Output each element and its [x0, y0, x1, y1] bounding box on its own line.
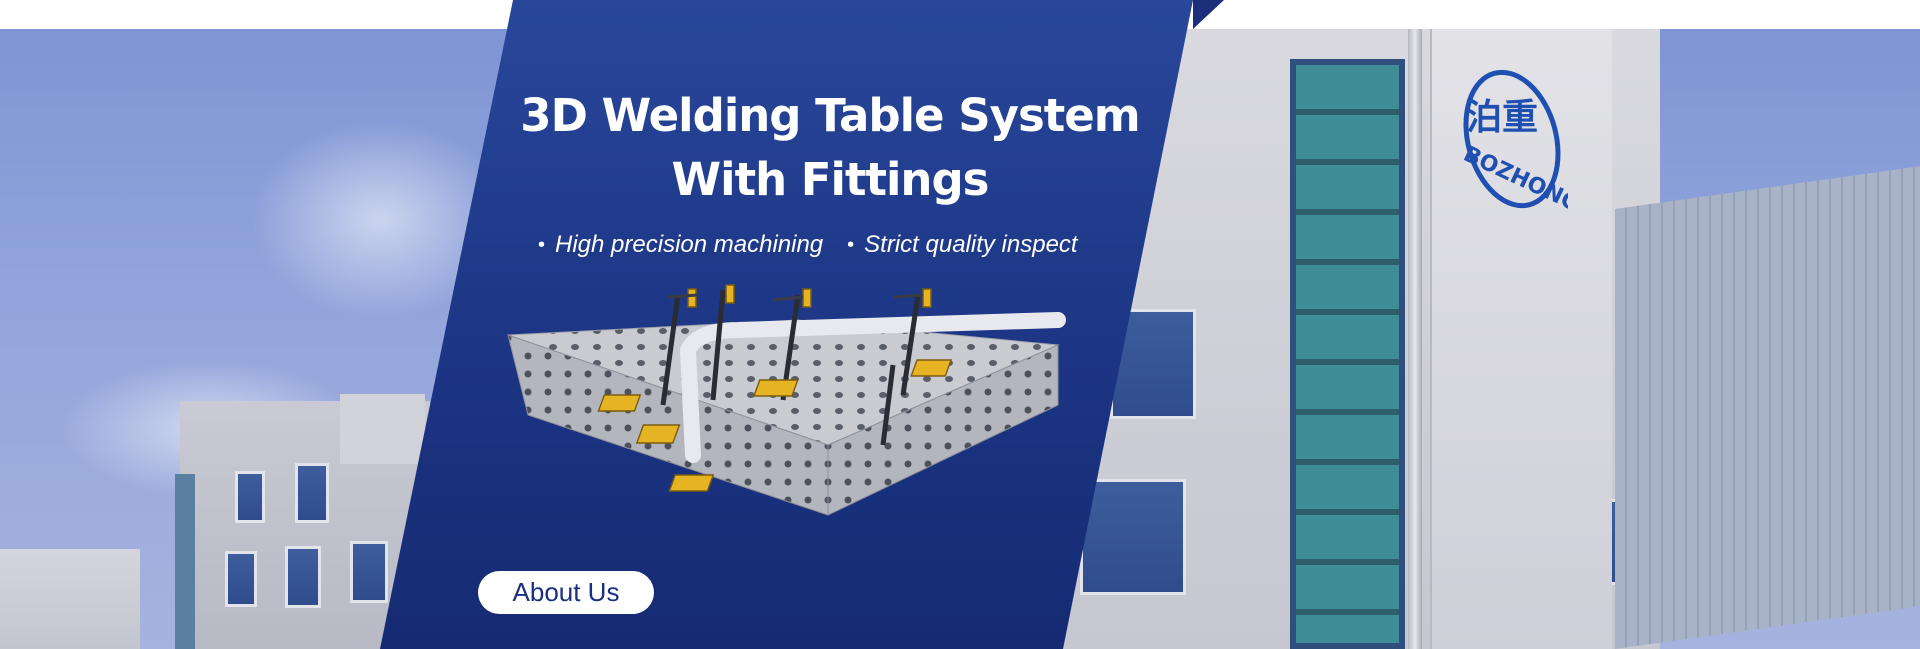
building-window	[225, 551, 257, 607]
building-window	[295, 463, 329, 523]
feature-list: • High precision machining • Strict qual…	[538, 228, 1138, 262]
feature-label: Strict quality inspect	[864, 231, 1078, 258]
headline-line-1: 3D Welding Table System	[520, 89, 1140, 142]
background-building-left	[180, 401, 430, 649]
building-window	[285, 546, 321, 608]
bozhong-logo: 泊重 BOZHONG	[1459, 69, 1568, 217]
background-building-tower	[340, 394, 425, 464]
building-drain-pipe	[1408, 29, 1422, 649]
about-us-button[interactable]: About Us	[478, 571, 654, 614]
panel-corner-accent	[1193, 0, 1224, 29]
background-building-pillar	[175, 474, 195, 649]
feature-label: High precision machining	[555, 231, 824, 258]
background-building-wing	[0, 549, 140, 649]
bullet-icon: •	[538, 233, 546, 256]
building-window	[350, 541, 388, 603]
background-warehouse	[1615, 166, 1920, 649]
hero-headline: 3D Welding Table System With Fittings	[490, 84, 1170, 212]
building-window	[1080, 479, 1186, 595]
feature-item: • High precision machining	[538, 228, 823, 262]
building-glass-column	[1290, 59, 1405, 649]
headline-line-2: With Fittings	[671, 153, 990, 206]
feature-item: • Strict quality inspect	[847, 228, 1077, 262]
welding-table-image	[507, 284, 1066, 516]
bullet-icon: •	[847, 233, 855, 256]
background-building-tower-right	[1430, 29, 1612, 649]
building-window	[235, 471, 265, 523]
svg-text:泊重: 泊重	[1466, 97, 1538, 138]
